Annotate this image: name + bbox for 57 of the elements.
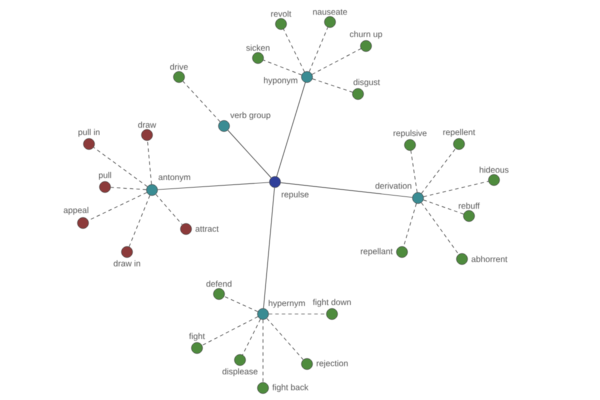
connector-line [147,140,152,185]
word-label: churn up [350,30,382,39]
word-label: antonym [158,174,190,182]
connector-line [263,187,275,309]
word-label: disgust [354,78,380,87]
word-label: fight [189,332,205,341]
connector-line [157,182,270,190]
connector-line [266,318,304,360]
word-label: revolt [271,10,292,17]
connector-line [280,182,413,198]
connector-line [312,78,353,92]
word-label: displease [222,368,258,376]
connector-line [283,28,305,72]
connector-line [312,48,362,75]
word-label: pull in [78,128,100,137]
connector-line [421,148,456,194]
word-label: repellant [360,248,393,256]
connector-line [228,130,272,178]
word-label: repulsive [394,130,427,138]
connector-line [262,319,264,383]
word-label: rejection [316,360,348,368]
connector-line [224,296,258,312]
connector-line [263,60,302,76]
word-label: hyponym [264,77,298,85]
connector-line [110,187,147,190]
word-label: hypernym [268,300,305,308]
word-label: fight back [272,384,308,392]
word-label: nauseate [313,9,348,15]
connector-line [128,195,150,247]
connector-line [410,150,418,193]
word-label: fight down [312,298,351,307]
word-label: repellent [443,128,476,137]
word-label: drive [170,64,188,70]
word-label: abhorrent [472,256,508,262]
word-label: verb group [230,112,270,120]
connector-line [423,200,464,214]
word-label: attract [196,226,219,232]
word-label: draw in [114,260,140,266]
connector-line [202,316,258,346]
word-label: draw [138,122,156,128]
word-label: repulse [282,191,309,200]
word-label: derivation [375,182,412,189]
connector-line [93,147,148,187]
word-label: defend [206,280,232,287]
word-label: sicken [246,44,270,51]
word-label: appeal [64,206,88,215]
word-label: hideous [480,166,509,173]
connector-line [423,181,489,197]
connector-line [403,203,417,247]
word-label: pull [98,172,112,180]
connector-line [182,80,220,122]
connector-line [276,82,306,177]
connector-line [155,194,183,225]
connector-line [242,318,261,356]
connector-line [308,27,328,72]
connector-line [421,202,459,255]
word-label: rebuff [458,202,480,209]
